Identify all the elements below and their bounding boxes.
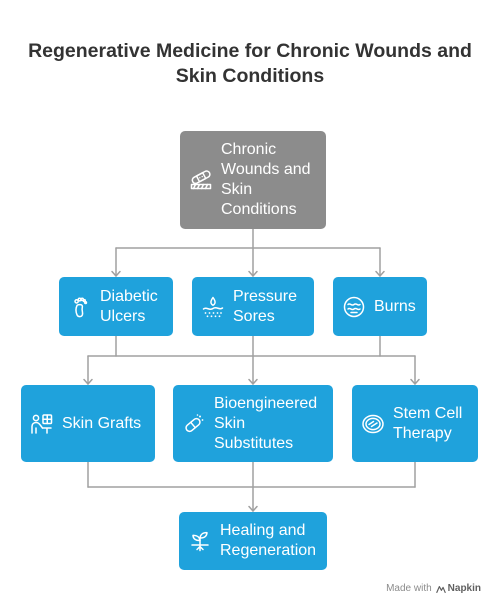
condition-node-pressure-sores: Pressure Sores [192, 277, 314, 336]
treatment-label-skin-grafts: Skin Grafts [62, 414, 142, 432]
skin-graft-icon [30, 412, 54, 436]
root-node-label: Chronic Wounds and Skin Conditions [221, 141, 311, 218]
treatment-node-skin-grafts: Skin Grafts [21, 385, 155, 462]
arrowhead-pressure-sores [248, 270, 258, 277]
condition-label-burns: Burns [374, 297, 416, 315]
pressure-sore-icon [201, 295, 225, 319]
foot-icon [68, 295, 92, 319]
arrowhead-stem-cell-therapy [410, 378, 420, 385]
watermark: Made with Napkin [386, 583, 481, 595]
arrowhead-healing [248, 505, 258, 512]
outcome-node-healing-and-regeneration: Healing and Regeneration [179, 512, 327, 570]
diagram-title: Regenerative Medicine for Chronic Wounds… [28, 40, 472, 87]
napkin-logo-icon [435, 585, 446, 594]
treatment-label-stem-cell-therapy: Stem Cell Therapy [393, 404, 463, 442]
arrowhead-skin-grafts [83, 378, 93, 385]
bandage-icon [189, 168, 213, 192]
condition-label-diabetic-ulcers: Diabetic Ulcers [100, 287, 158, 325]
root-node-chronic-wounds: Chronic Wounds and Skin Conditions [180, 131, 326, 229]
watermark-brand: Napkin [447, 583, 481, 594]
petri-dish-icon [361, 412, 385, 436]
outcome-label-healing-and-regeneration: Healing and Regeneration [220, 522, 317, 559]
condition-node-diabetic-ulcers: Diabetic Ulcers [59, 277, 173, 336]
treatment-node-stem-cell-therapy: Stem Cell Therapy [352, 385, 478, 462]
condition-node-burns: Burns [333, 277, 427, 336]
arrowhead-burns [375, 270, 385, 277]
watermark-made-with: Made with [386, 583, 432, 594]
arrowhead-bioengineered [248, 378, 258, 385]
treatment-label-bioengineered-skin-substitutes: Bioengineered Skin Substitutes [214, 394, 318, 452]
treatment-node-bioengineered-skin-substitutes: Bioengineered Skin Substitutes [173, 385, 333, 462]
sprout-icon [188, 529, 212, 553]
condition-label-pressure-sores: Pressure Sores [233, 287, 298, 325]
capsule-icon [182, 412, 206, 436]
burn-icon [342, 295, 366, 319]
arrowhead-diabetic-ulcers [111, 270, 121, 277]
